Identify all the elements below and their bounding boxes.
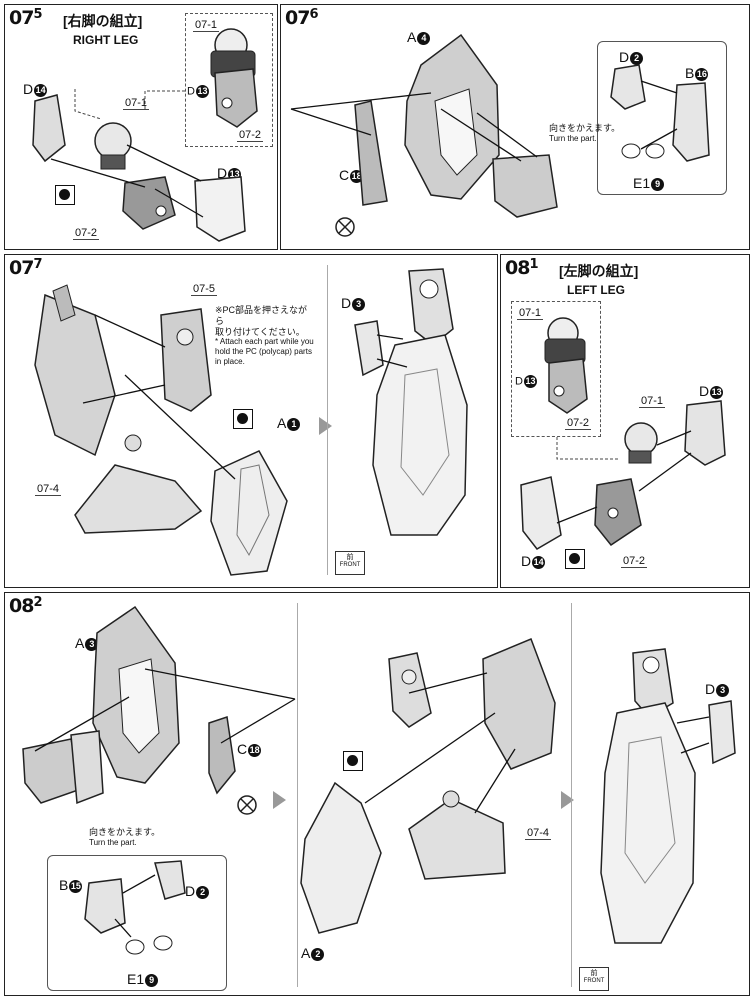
- right-leg-assembly-drawing: [32, 89, 246, 242]
- inset-ref-07-1: 07-1: [517, 307, 544, 320]
- sub-assembly-box: [47, 855, 227, 991]
- left-leg-assembly-drawing: [520, 400, 726, 550]
- ref-07-1: 07-1: [639, 395, 666, 408]
- step-number: 081: [505, 257, 539, 279]
- next-step-arrow: [561, 791, 574, 809]
- step-number: 077: [9, 257, 43, 279]
- inset-ref-07-1: 07-1: [193, 19, 220, 32]
- inset-ref-07-2: 07-2: [237, 129, 264, 142]
- inset-box: [185, 13, 273, 147]
- divider: [571, 603, 572, 987]
- ref-07-5: 07-5: [191, 283, 218, 296]
- ref-07-4: 07-4: [35, 483, 62, 496]
- ref-07-2: 07-2: [621, 555, 648, 568]
- divider: [297, 603, 298, 987]
- step-title-en: RIGHT LEG: [73, 33, 139, 47]
- step-number: 082: [9, 595, 43, 617]
- inset-leg-drawing: [544, 317, 588, 414]
- step-title-jp: [右脚の組立]: [63, 13, 143, 29]
- cut-gate-icon: [237, 795, 257, 815]
- ref-07-1: 07-1: [123, 97, 150, 110]
- left-leg-armor-assembly-drawing: [22, 605, 736, 955]
- step-number: 075: [9, 7, 43, 29]
- inset-ref-07-2: 07-2: [565, 417, 592, 430]
- ref-07-4: 07-4: [525, 827, 552, 840]
- inset-box: [511, 301, 601, 437]
- turn-part-note: 向きをかえます。Turn the part.: [89, 827, 161, 847]
- armor-assembly-drawing: [290, 33, 710, 218]
- polycap-icon: [55, 185, 75, 205]
- next-step-arrow: [319, 417, 332, 435]
- step-title-jp: [左脚の組立]: [559, 263, 639, 279]
- next-step-arrow: [273, 791, 286, 809]
- polycap-icon: [233, 409, 253, 429]
- leg-armor-assembly-drawing: [34, 268, 468, 576]
- step-07-7-panel: 077 07-5 ※PC部品を押さえながら 取り付けてください。 * Attac…: [4, 254, 498, 588]
- step-number: 076: [285, 7, 319, 29]
- divider: [327, 265, 328, 575]
- polycap-note: ※PC部品を押さえながら 取り付けてください。 * Attach each pa…: [215, 305, 314, 366]
- sub-assembly-box: [597, 41, 727, 195]
- inset-leg-drawing: [210, 28, 258, 128]
- turn-part-note: 向きをかえます。Turn the part.: [549, 123, 621, 143]
- cut-gate-icon: [335, 217, 355, 237]
- ref-07-2: 07-2: [73, 227, 100, 240]
- polycap-icon: [565, 549, 585, 569]
- polycap-icon: [343, 751, 363, 771]
- step-title-en: LEFT LEG: [567, 283, 625, 297]
